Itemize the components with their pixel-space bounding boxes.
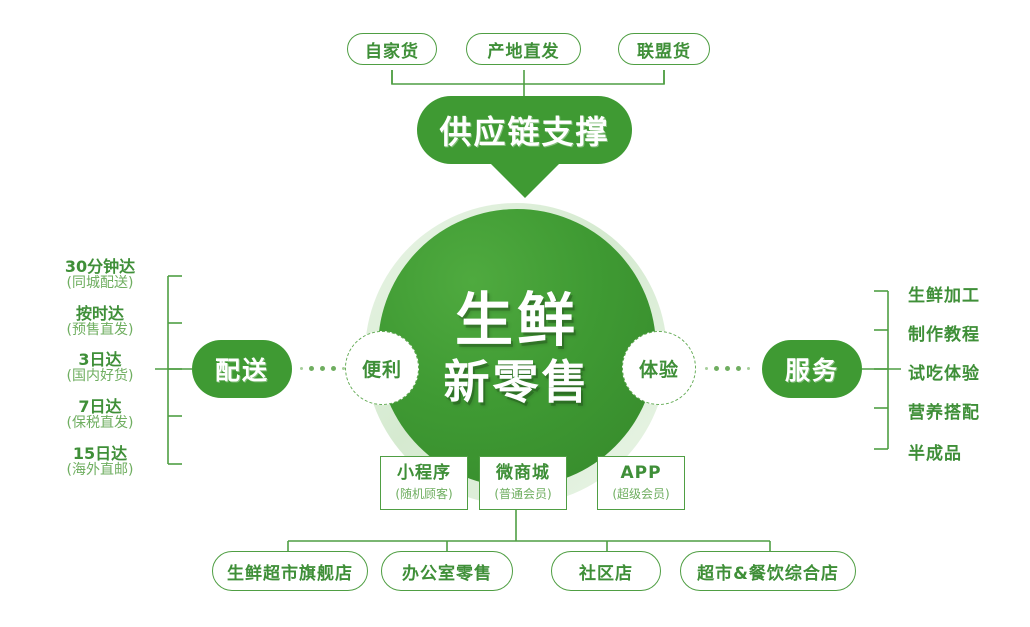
service-item-0: 生鲜加工: [908, 281, 1028, 306]
service-item-3: 营养搭配: [908, 398, 1028, 423]
node-convenience[interactable]: 便利: [345, 331, 419, 405]
delivery-item-2: 3日达 (国内好货): [35, 351, 165, 384]
node-experience[interactable]: 体验: [622, 331, 696, 405]
category-pill-service[interactable]: 服务: [762, 340, 862, 398]
channel-box-2-title: APP: [620, 463, 662, 484]
delivery-item-3-title: 7日达: [78, 397, 122, 416]
source-pill-0[interactable]: 自家货: [347, 33, 437, 65]
delivery-item-3-sub: (保税直发): [66, 415, 134, 432]
channel-box-1-sub: (普通会员): [494, 486, 552, 501]
supply-chain-label: 供应链支撑: [439, 113, 610, 151]
channel-box-1[interactable]: 微商城 (普通会员): [479, 456, 567, 510]
dots-connector-left: [300, 366, 345, 371]
delivery-item-0: 30分钟达 (同城配送): [35, 258, 165, 291]
store-pill-2[interactable]: 社区店: [551, 551, 661, 591]
delivery-item-4: 15日达 (海外直邮): [35, 445, 165, 478]
delivery-item-1-sub: (预售直发): [66, 322, 134, 339]
store-pill-1-label: 办公室零售: [402, 563, 492, 584]
service-item-2-title: 试吃体验: [908, 364, 980, 384]
delivery-item-0-sub: (同城配送): [66, 275, 134, 292]
dots-connector-right: [705, 366, 750, 371]
service-item-4-title: 半成品: [908, 444, 962, 464]
service-item-3-title: 营养搭配: [908, 403, 980, 423]
source-pill-2[interactable]: 联盟货: [618, 33, 710, 65]
store-pill-0-label: 生鲜超市旗舰店: [227, 563, 353, 584]
channel-box-2[interactable]: APP (超级会员): [597, 456, 685, 510]
store-pill-3[interactable]: 超市&餐饮综合店: [680, 551, 856, 591]
store-pill-1[interactable]: 办公室零售: [381, 551, 513, 591]
channel-box-0-title: 小程序: [397, 463, 451, 484]
service-item-2: 试吃体验: [908, 359, 1028, 384]
category-pill-service-label: 服务: [784, 356, 839, 385]
category-pill-delivery[interactable]: 配送: [192, 340, 292, 398]
delivery-item-2-sub: (国内好货): [66, 368, 134, 385]
store-pill-2-label: 社区店: [579, 563, 633, 584]
service-item-0-title: 生鲜加工: [908, 286, 980, 306]
channel-box-0-sub: (随机顾客): [395, 486, 453, 501]
service-item-1: 制作教程: [908, 320, 1028, 345]
delivery-item-0-title: 30分钟达: [64, 257, 136, 276]
channel-box-2-sub: (超级会员): [612, 486, 670, 501]
node-experience-label: 体验: [638, 358, 679, 381]
center-title: 生鲜 新零售: [378, 209, 656, 487]
node-convenience-label: 便利: [361, 358, 402, 381]
source-pill-1[interactable]: 产地直发: [466, 33, 581, 65]
delivery-item-1-title: 按时达: [75, 304, 124, 323]
channel-box-1-title: 微商城: [496, 463, 550, 484]
source-pill-1-label: 产地直发: [487, 41, 560, 62]
store-pill-0[interactable]: 生鲜超市旗舰店: [212, 551, 368, 591]
source-pill-2-label: 联盟货: [637, 41, 691, 62]
delivery-item-4-title: 15日达: [72, 444, 128, 463]
source-pill-0-label: 自家货: [365, 41, 419, 62]
delivery-item-2-title: 3日达: [78, 350, 122, 369]
delivery-item-4-sub: (海外直邮): [66, 462, 134, 479]
delivery-item-1: 按时达 (预售直发): [35, 305, 165, 338]
delivery-item-3: 7日达 (保税直发): [35, 398, 165, 431]
center-title-line2: 新零售: [443, 354, 591, 409]
service-item-4: 半成品: [908, 439, 1028, 464]
store-pill-3-label: 超市&餐饮综合店: [697, 563, 839, 584]
service-item-1-title: 制作教程: [908, 325, 980, 345]
supply-chain-pill[interactable]: 供应链支撑: [417, 96, 632, 164]
category-pill-delivery-label: 配送: [214, 356, 269, 385]
down-arrow-icon: [487, 160, 563, 198]
channel-box-0[interactable]: 小程序 (随机顾客): [380, 456, 468, 510]
center-disc: [378, 209, 656, 487]
center-title-line1: 生鲜: [454, 285, 579, 354]
